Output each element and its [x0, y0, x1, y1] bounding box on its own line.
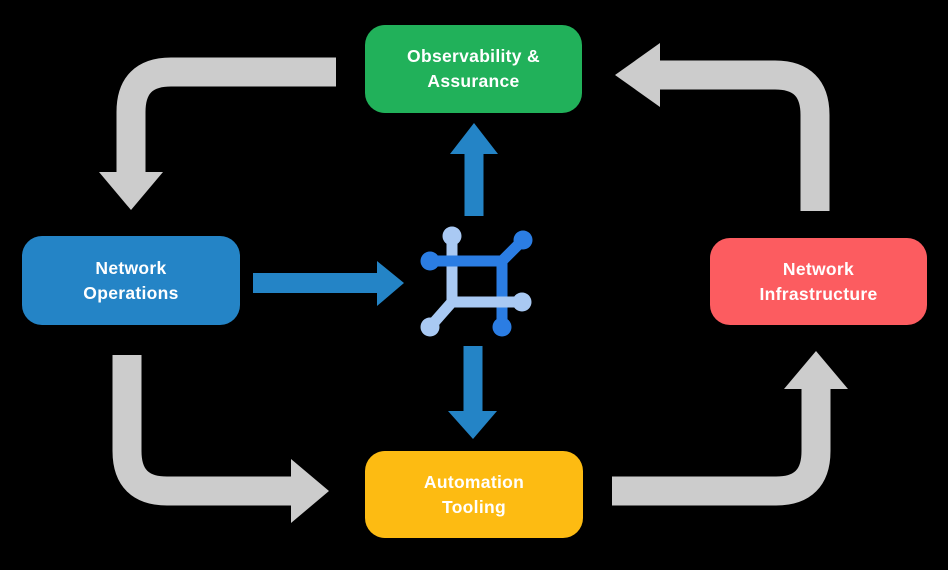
node-automation-tooling: Automation Tooling — [365, 451, 583, 538]
arrow-operations-to-center — [253, 261, 404, 306]
arrow-operations-to-automation — [112, 355, 329, 523]
node-label-line: Tooling — [442, 496, 506, 517]
arrow-automation-to-infrastructure — [612, 351, 848, 506]
node-label-line: Assurance — [427, 71, 520, 91]
arrow-center-to-observability — [450, 123, 498, 216]
node-label-line: Network — [95, 257, 167, 278]
node-label-line: Operations — [83, 282, 179, 303]
node-label-line: Infrastructure — [759, 283, 878, 304]
arrow-center-to-automation — [448, 346, 497, 439]
arrow-observability-to-operations — [99, 57, 336, 210]
node-label-line: Observability & — [407, 46, 540, 66]
arrow-infrastructure-to-observability — [615, 43, 830, 211]
node-label-line: Automation — [423, 471, 525, 492]
node-label-line: Network — [782, 258, 855, 279]
node-observability-assurance: Observability & Assurance — [365, 25, 582, 113]
network-nodes-icon — [420, 226, 533, 337]
node-network-operations: Network Operations — [22, 236, 240, 325]
node-network-infrastructure: Network Infrastructure — [710, 238, 927, 325]
